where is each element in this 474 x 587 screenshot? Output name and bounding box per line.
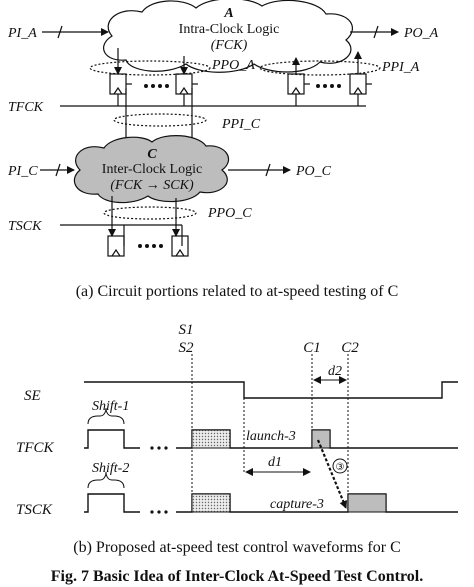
cloud-intra-clock-logic: [103, 0, 353, 73]
label-c2: C2: [341, 340, 359, 356]
label-ppo-c: PPO_C: [207, 206, 252, 221]
label-po-a: PO_A: [403, 26, 439, 41]
label-tfck: TFCK: [8, 100, 44, 115]
label-c1: C1: [303, 340, 321, 356]
label-shift-1: Shift-1: [92, 399, 129, 414]
cloud-inter-clock-logic: [74, 135, 229, 204]
cloud-c-letter: C: [147, 147, 157, 162]
label-d2: d2: [328, 364, 342, 379]
label-capture-3: capture-3: [270, 497, 324, 512]
waveform-ellipsis: [150, 446, 168, 514]
label-pi-a: PI_A: [7, 26, 37, 41]
figure-caption: Fig. 7 Basic Idea of Inter-Clock At-Spee…: [51, 568, 423, 585]
circuit-labels: A Intra-Clock Logic (FCK) PI_A PO_A PPO_…: [7, 6, 439, 300]
caption-a: (a) Circuit portions related to at-speed…: [76, 283, 399, 300]
label-pi-c: PI_C: [7, 164, 38, 179]
cloud-c-line1: Inter-Clock Logic: [102, 162, 202, 177]
label-ppi-a: PPI_A: [381, 60, 420, 75]
label-tsck: TSCK: [8, 219, 42, 234]
cloud-a-line2: (FCK): [211, 38, 248, 53]
caption-b: (b) Proposed at-speed test control wavef…: [73, 539, 400, 556]
label-ppo-a: PPO_A: [211, 58, 255, 73]
label-s2: S2: [179, 340, 195, 356]
cloud-a-line1: Intra-Clock Logic: [179, 22, 280, 37]
label-d1: d1: [268, 455, 282, 470]
circuit-diagram: [40, 0, 399, 257]
label-shift-2: Shift-2: [92, 461, 129, 476]
label-s1: S1: [179, 322, 194, 338]
label-launch-3: launch-3: [246, 429, 296, 444]
label-se: SE: [24, 388, 41, 404]
cloud-c-line2: (FCK → SCK): [110, 178, 194, 193]
ellipsis-marks: [138, 84, 341, 248]
label-wave-tfck: TFCK: [16, 440, 55, 456]
label-step-3: ③: [336, 462, 345, 473]
waveform-diagram: [84, 354, 458, 513]
cloud-a-letter: A: [223, 6, 233, 21]
label-wave-tsck: TSCK: [16, 502, 53, 518]
waveform-labels: S1 S2 C1 C2 d2 d1 SE TFCK TSCK Shift-1 S…: [16, 322, 423, 585]
label-ppi-c: PPI_C: [221, 117, 261, 132]
label-po-c: PO_C: [295, 164, 332, 179]
